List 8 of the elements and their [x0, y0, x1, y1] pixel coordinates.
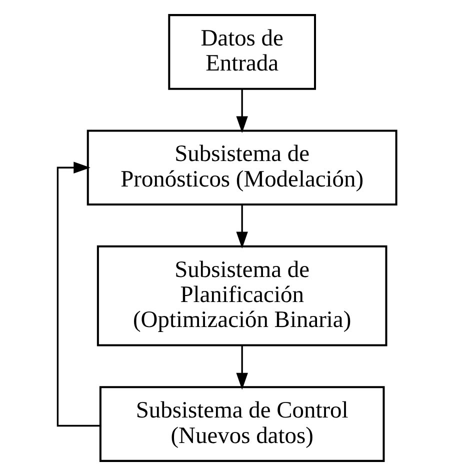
node-box: Subsistema de Control (Nuevos datos) [98, 386, 384, 462]
node-box: Subsistema de Pronósticos (Modelación) [86, 130, 397, 206]
arrow [236, 89, 248, 133]
arrow [236, 346, 248, 390]
arrow [236, 204, 248, 248]
node-box: Subsistema de Planificación (Optimización Binaria) [96, 245, 387, 346]
arrow [56, 162, 101, 427]
node-box: Datos de Entrada [168, 14, 316, 90]
